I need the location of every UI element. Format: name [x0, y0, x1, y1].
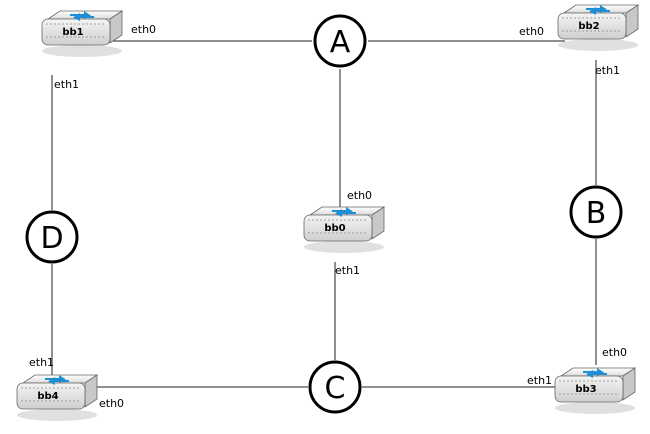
- switch-bb4-label: bb4: [37, 391, 58, 402]
- hub-d-label: D: [40, 221, 63, 256]
- hub-a-label: A: [330, 25, 351, 60]
- switch-bb1-label: bb1: [62, 27, 83, 38]
- port-bb4-eth1: eth1: [29, 356, 54, 369]
- hub-b-label: B: [586, 196, 607, 231]
- switch-bb0-label: bb0: [324, 223, 345, 234]
- port-bb1-eth1: eth1: [54, 78, 79, 91]
- port-bb0-eth0: eth0: [347, 189, 372, 202]
- hub-c-label: C: [325, 371, 346, 406]
- switch-bb3[interactable]: bb3: [554, 367, 636, 415]
- hub-b: B: [569, 185, 623, 239]
- port-bb4-eth0: eth0: [99, 397, 124, 410]
- hub-c: C: [308, 360, 362, 414]
- hub-d: D: [25, 210, 79, 264]
- hub-a: A: [313, 14, 367, 68]
- port-bb2-eth0: eth0: [519, 25, 544, 38]
- port-bb0-eth1: eth1: [335, 264, 360, 277]
- switch-bb1[interactable]: bb1: [41, 10, 123, 58]
- port-bb3-eth0: eth0: [602, 346, 627, 359]
- port-labels: eth0 eth1 eth0 eth1 eth0 eth1 eth0 eth1 …: [29, 23, 627, 410]
- switch-bb0[interactable]: bb0: [303, 206, 385, 254]
- links: [51, 40, 597, 388]
- port-bb3-eth1: eth1: [527, 374, 552, 387]
- switch-bb2[interactable]: bb2: [557, 4, 639, 52]
- port-bb1-eth0: eth0: [131, 23, 156, 36]
- switch-bb2-label: bb2: [578, 21, 599, 32]
- switch-bb3-label: bb3: [575, 384, 596, 395]
- port-bb2-eth1: eth1: [595, 64, 620, 77]
- switch-bb4[interactable]: bb4: [16, 374, 98, 422]
